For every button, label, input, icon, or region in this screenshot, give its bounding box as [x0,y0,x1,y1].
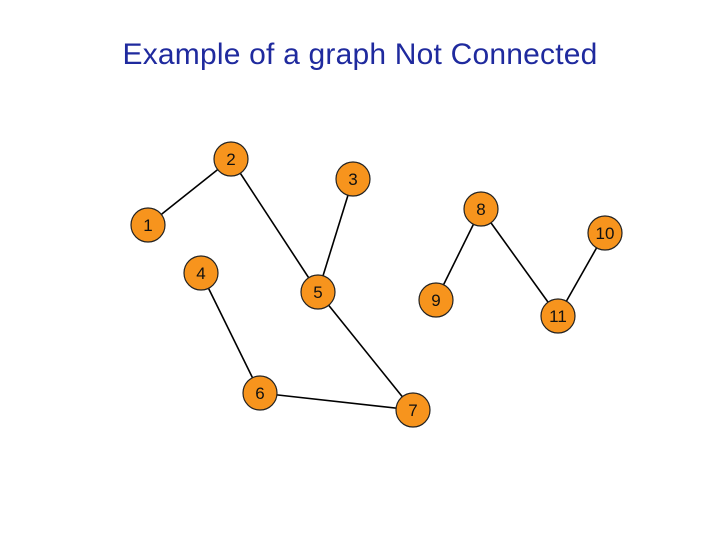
node-7: 7 [395,392,431,428]
edges-layer [147,158,606,411]
node-10: 10 [587,215,623,251]
node-label: 9 [431,291,440,310]
node-8: 8 [463,191,499,227]
node-label: 11 [549,307,567,326]
nodes-layer: 1 2 3 4 5 6 7 8 9 10 11 [130,141,623,428]
node-label: 3 [348,170,357,189]
edge-1-2 [147,158,232,226]
node-5: 5 [300,274,336,310]
node-circle [213,141,249,177]
node-2: 2 [213,141,249,177]
node-label: 8 [476,200,485,219]
node-label: 7 [408,401,417,420]
node-4: 4 [183,255,219,291]
node-label: 10 [596,224,615,243]
node-circle [540,298,576,334]
edge-3-5 [317,178,354,293]
node-label: 5 [313,283,322,302]
node-3: 3 [335,161,371,197]
node-label: 1 [143,216,152,235]
node-circle [395,392,431,428]
edge-6-7 [259,392,414,411]
node-6: 6 [242,375,278,411]
node-circle [587,215,623,251]
edge-2-5 [230,158,319,293]
node-11: 11 [540,298,576,334]
node-label: 2 [226,150,235,169]
edge-5-7 [317,291,414,411]
node-circle [463,191,499,227]
slide-title: Example of a graph Not Connected [122,38,598,71]
node-circle [130,207,166,243]
edge-8-11 [480,208,559,317]
node-circle [418,282,454,318]
edge-4-6 [200,272,261,394]
node-label: 6 [255,384,264,403]
node-1: 1 [130,207,166,243]
node-label: 4 [196,264,205,283]
node-circle [242,375,278,411]
node-9: 9 [418,282,454,318]
node-circle [183,255,219,291]
node-circle [300,274,336,310]
node-circle [335,161,371,197]
